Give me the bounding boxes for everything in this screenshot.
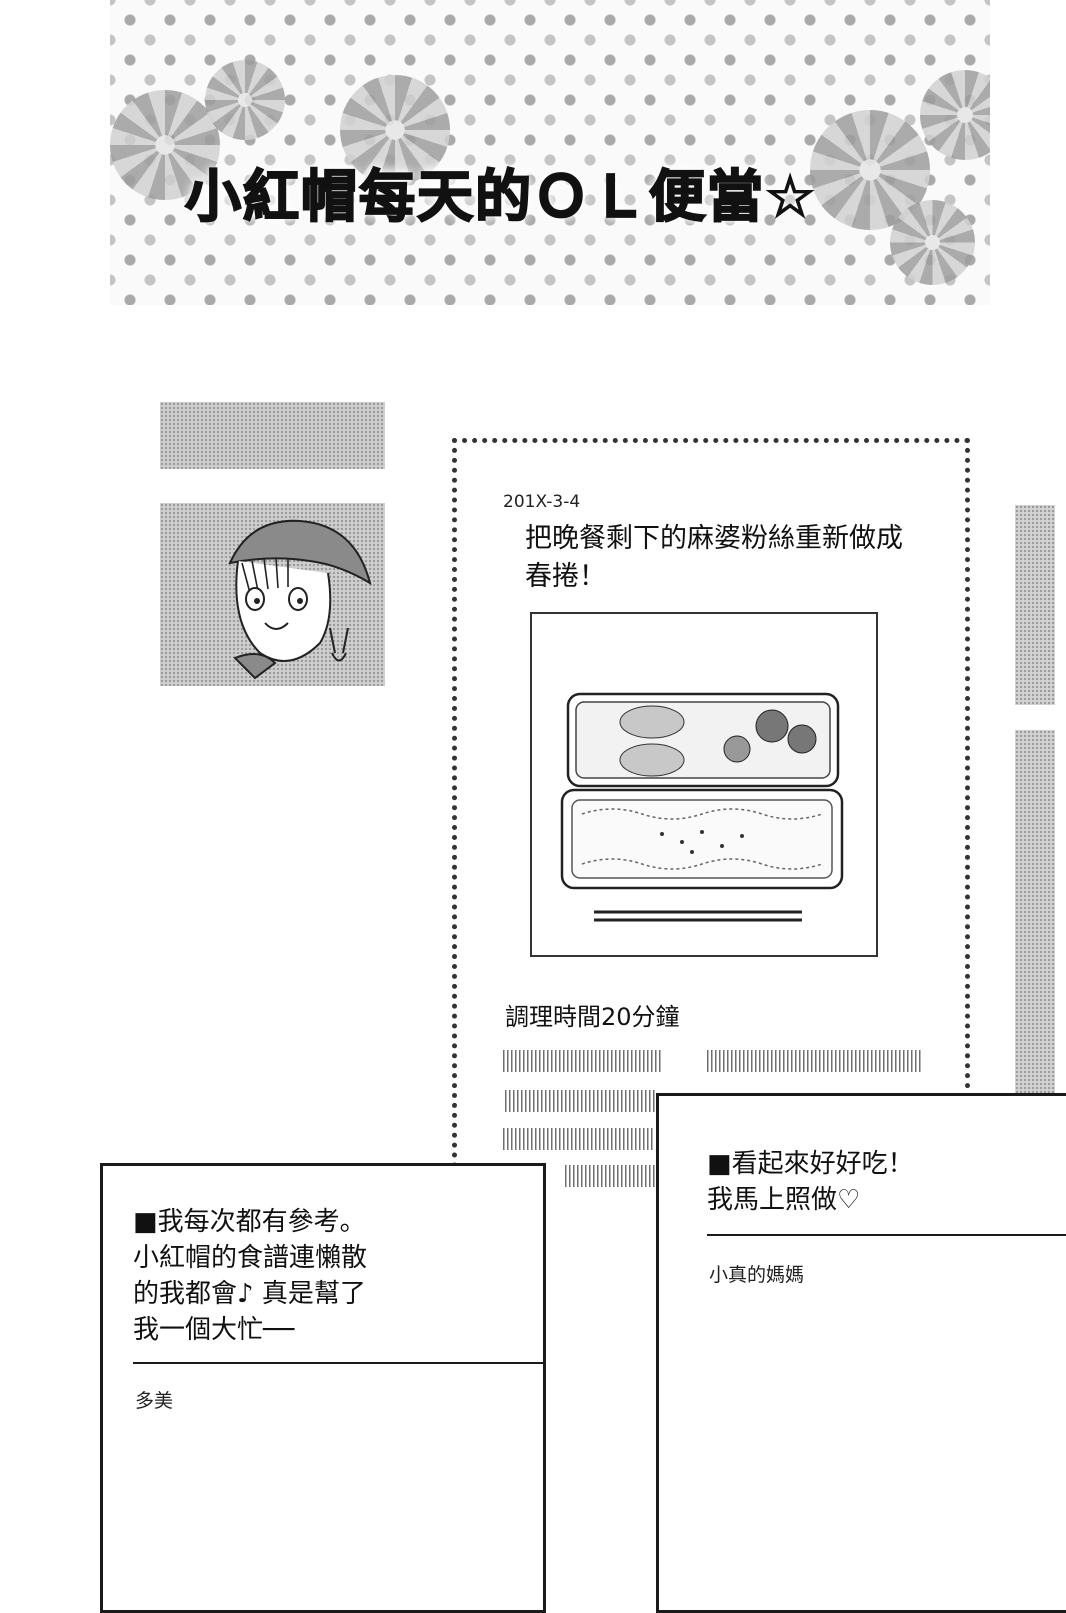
post-date: 201X-3-4 bbox=[503, 492, 581, 512]
blog-post-card bbox=[452, 438, 970, 1198]
flower-decoration-icon bbox=[920, 70, 990, 160]
post-body-placeholder-line bbox=[503, 1128, 653, 1150]
sidebar-edge-panel bbox=[1015, 730, 1055, 1100]
comment-card: ■我每次都有參考。 小紅帽的食譜連懶散 的我都會♪ 真是幫了 我一個大忙── 多… bbox=[100, 1163, 546, 1613]
post-headline[interactable]: 把晚餐剩下的麻婆粉絲重新做成春捲！ bbox=[525, 523, 903, 592]
comment-card: ■看起來好好吃！ 我馬上照做♡ 小真的媽媽 bbox=[656, 1093, 1066, 1613]
red-riding-hood-avatar-icon[interactable] bbox=[160, 503, 385, 686]
post-body-placeholder-line bbox=[565, 1165, 655, 1187]
comment-text: ■我每次都有參考。 小紅帽的食譜連懶散 的我都會♪ 真是幫了 我一個大忙── bbox=[133, 1207, 368, 1345]
post-body-placeholder-line bbox=[503, 1050, 663, 1072]
comment-author[interactable]: 小真的媽媽 bbox=[709, 1264, 805, 1286]
flower-decoration-icon bbox=[340, 75, 450, 185]
comment-divider bbox=[133, 1362, 546, 1364]
flower-decoration-icon bbox=[110, 90, 220, 200]
post-body-placeholder-line bbox=[707, 1050, 922, 1072]
blog-header-banner bbox=[110, 0, 990, 305]
profile-name-placeholder bbox=[160, 402, 385, 469]
flower-decoration-icon bbox=[890, 200, 975, 285]
flower-decoration-icon bbox=[205, 60, 285, 140]
comment-author[interactable]: 多美 bbox=[135, 1390, 174, 1412]
bento-photo[interactable] bbox=[530, 612, 878, 957]
sidebar-edge-panel bbox=[1015, 505, 1055, 705]
comment-divider bbox=[707, 1234, 1066, 1236]
blog-title: 小紅帽每天的ＯＬ便當☆ bbox=[184, 164, 818, 231]
comment-text: ■看起來好好吃！ 我馬上照做♡ bbox=[707, 1149, 914, 1215]
post-body-placeholder-line bbox=[505, 1090, 655, 1112]
cook-time-label: 調理時間20分鐘 bbox=[505, 1003, 680, 1031]
